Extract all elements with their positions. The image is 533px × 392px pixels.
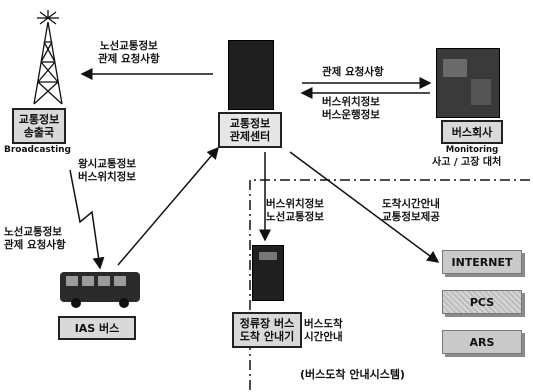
label-center-to-stop: 버스위치정보 노선교통정보 <box>266 198 324 223</box>
arrow-center-to-internet <box>289 151 440 263</box>
bus-icon <box>60 272 140 308</box>
label-center-to-broadcast: 노선교통정보 관제 요청사항 <box>98 40 160 65</box>
ias-bus-label: IAS 버스 <box>58 316 136 340</box>
arrow-broadcast-to-bus <box>69 169 105 270</box>
internet-box: INTERNET <box>442 250 522 274</box>
pcs-box: PCS <box>442 290 522 314</box>
broadcast-station-label: 교통정보 송출국 <box>12 108 66 144</box>
control-center-building-icon <box>228 40 274 110</box>
label-broadcast-to-bus: 노선교통정보 관제 요청사항 <box>4 226 66 251</box>
accident-response-label: 사고 / 고장 대처 <box>432 157 502 168</box>
system-title: (버스도착 안내시스템) <box>300 368 405 381</box>
bus-stop-display-icon <box>252 245 284 301</box>
arrow-bus-to-center <box>117 146 219 266</box>
label-center-to-internet: 도착시간안내 교통정보제공 <box>382 198 440 223</box>
stop-display-label: 정류장 버스 도착 안내기 <box>232 312 302 348</box>
label-company-to-center: 버스위치정보 버스운행정보 <box>322 96 380 121</box>
monitoring-label: Monitoring <box>445 145 499 155</box>
ars-box: ARS <box>442 330 522 354</box>
arrival-time-guide-label: 버스도착 시간안내 <box>304 318 343 343</box>
label-center-to-company: 관제 요청사항 <box>322 66 384 78</box>
bus-company-photo <box>436 48 500 118</box>
label-bus-to-center: 왕시교통정보 버스위치정보 <box>78 158 136 183</box>
control-center-label: 교통정보 관제센터 <box>218 112 282 148</box>
broadcast-tower-icon <box>33 10 63 105</box>
bus-company-label: 버스회사 <box>441 120 503 144</box>
broadcasting-label: Broadcasting <box>4 145 71 155</box>
